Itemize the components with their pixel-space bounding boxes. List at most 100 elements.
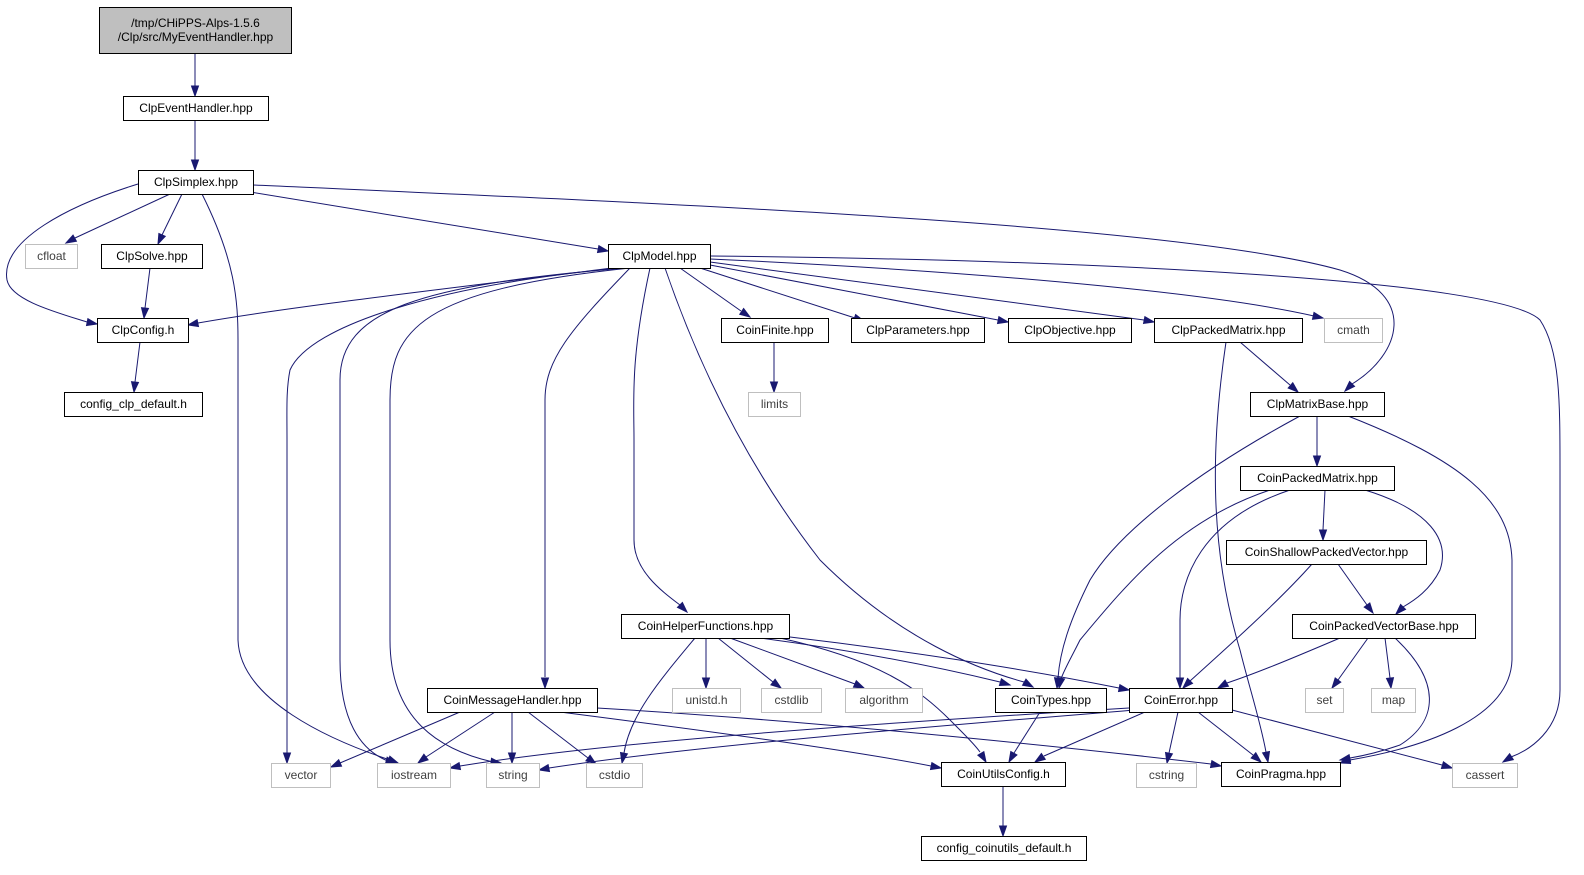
edge-line [339,267,626,762]
edge-line [1226,637,1341,684]
edge-line [623,637,696,754]
edge-CoinShallowPackedVector-to-CoinError [1181,563,1313,690]
arrowhead-icon [976,750,987,764]
node-ClpSolve[interactable]: ClpSolve.hpp [101,244,203,269]
arrowhead-icon [1363,602,1374,615]
edge-ClpSimplex-to-cfloat [64,193,171,244]
node-box [486,763,540,788]
node-ClpSimplex[interactable]: ClpSimplex.hpp [138,170,254,195]
node-label: algorithm [859,693,908,707]
edge-line [161,193,183,236]
node-CoinUtilsConfig[interactable]: CoinUtilsConfig.h [941,762,1066,787]
node-ClpModel[interactable]: ClpModel.hpp [608,244,711,269]
edge-ClpEventHandler-to-ClpSimplex [190,120,200,172]
node-box [138,170,254,195]
node-label: CoinTypes.hpp [1011,693,1091,707]
edge-ClpModel-to-CoinMessageHandler [540,267,631,690]
edge-ClpModel-to-cassert [709,255,1561,763]
node-label: config_coinutils_default.h [937,841,1072,855]
arrowhead-icon [596,244,610,254]
edge-ClpModel-to-ClpObjective [709,264,1010,325]
arrowhead-icon [1440,760,1454,770]
node-config_coinutils_default[interactable]: config_coinutils_default.h [921,836,1087,861]
node-cstring: cstring [1136,763,1197,788]
edge-line [1231,709,1443,766]
edge-CoinUtilsConfig-to-config_coinutils_default [998,786,1008,838]
node-box [123,96,269,121]
edge-line [559,711,932,767]
node-CoinHelperFunctions[interactable]: CoinHelperFunctions.hpp [621,614,790,639]
node-config_clp_default[interactable]: config_clp_default.h [64,392,203,417]
node-label: ClpSolve.hpp [116,249,188,263]
node-cstdio: cstdio [586,763,643,788]
node-box [101,244,203,269]
node-box [99,7,292,54]
node-label: ClpMatrixBase.hpp [1267,397,1369,411]
edge-ClpSimplex-to-ClpModel [249,191,610,254]
edge-line [679,267,742,312]
arrowhead-icon [1033,752,1047,763]
node-CoinTypes[interactable]: CoinTypes.hpp [995,688,1107,713]
arrowhead-icon [1181,677,1194,690]
edge-CoinHelperFunctions-to-cstdlib [717,637,783,689]
node-ClpMatrixBase[interactable]: ClpMatrixBase.hpp [1250,392,1385,417]
arrowhead-icon [1209,759,1223,769]
node-CoinShallowPackedVector[interactable]: CoinShallowPackedVector.hpp [1226,540,1427,565]
node-box [608,244,711,269]
edge-line [664,267,1025,683]
edge-ClpSimplex-to-ClpSolve [157,193,183,246]
node-limits: limits [748,392,801,417]
node-ClpPackedMatrix[interactable]: ClpPackedMatrix.hpp [1154,318,1303,343]
edge-line [596,707,1212,765]
node-CoinPackedMatrix[interactable]: CoinPackedMatrix.hpp [1240,466,1395,491]
node-label: cfloat [37,249,66,263]
edge-ClpPackedMatrix-to-ClpMatrixBase [1239,341,1300,393]
node-label: config_clp_default.h [80,397,187,411]
edge-CoinError-to-string [537,709,1136,773]
edge-line [1337,637,1369,681]
node-box [1371,688,1416,713]
edge-CoinPackedVectorBase-to-map [1384,637,1395,690]
node-ClpParameters[interactable]: ClpParameters.hpp [851,318,985,343]
edge-CoinPackedVectorBase-to-CoinError [1216,637,1341,689]
arrowhead-icon [770,678,783,689]
edge-line [74,193,171,239]
edge-line [339,711,461,764]
edge-CoinMessageHandler-to-CoinPragma [596,707,1223,769]
node-CoinMessageHandler[interactable]: CoinMessageHandler.hpp [427,688,598,713]
arrowhead-icon [416,753,429,764]
node-ClpObjective[interactable]: ClpObjective.hpp [1008,318,1132,343]
edge-CoinMessageHandler-to-cstdio [527,711,598,765]
node-CoinError[interactable]: CoinError.hpp [1129,688,1233,713]
arrowhead-icon [676,601,689,614]
node-label: cstdlib [774,693,808,707]
node-box [1136,763,1197,788]
arrowhead-icon [769,381,779,394]
node-label: CoinUtilsConfig.h [957,767,1050,781]
node-box [427,688,598,713]
edge-CoinMessageHandler-to-vector [329,711,461,768]
node-CoinFinite[interactable]: CoinFinite.hpp [721,318,829,343]
edge-CoinPackedMatrix-to-CoinPackedVectorBase [1364,489,1443,616]
node-CoinPragma[interactable]: CoinPragma.hpp [1221,762,1341,787]
node-ClpConfig[interactable]: ClpConfig.h [97,318,189,343]
edge-ClpModel-to-cmath [709,258,1325,320]
edge-line [709,255,1561,758]
node-root[interactable]: /tmp/CHiPPS-Alps-1.5.6/Clp/src/MyEventHa… [99,7,292,54]
arrowhead-icon [1261,750,1271,764]
node-CoinPackedVectorBase[interactable]: CoinPackedVectorBase.hpp [1292,614,1476,639]
node-map: map [1371,688,1416,713]
arrowhead-icon [1331,677,1342,690]
node-ClpEventHandler[interactable]: ClpEventHandler.hpp [123,96,269,121]
edge-line [729,637,856,685]
edge-ClpModel-to-ClpParameters [699,267,866,322]
edge-line [1013,711,1041,754]
node-algorithm: algorithm [845,688,923,713]
node-label: ClpModel.hpp [622,249,696,263]
edge-line [633,267,681,606]
edge-line [1043,711,1146,757]
node-label: limits [761,397,788,411]
node-box [921,836,1087,861]
node-label: /Clp/src/MyEventHandler.hpp [118,30,274,44]
node-box [586,763,643,788]
